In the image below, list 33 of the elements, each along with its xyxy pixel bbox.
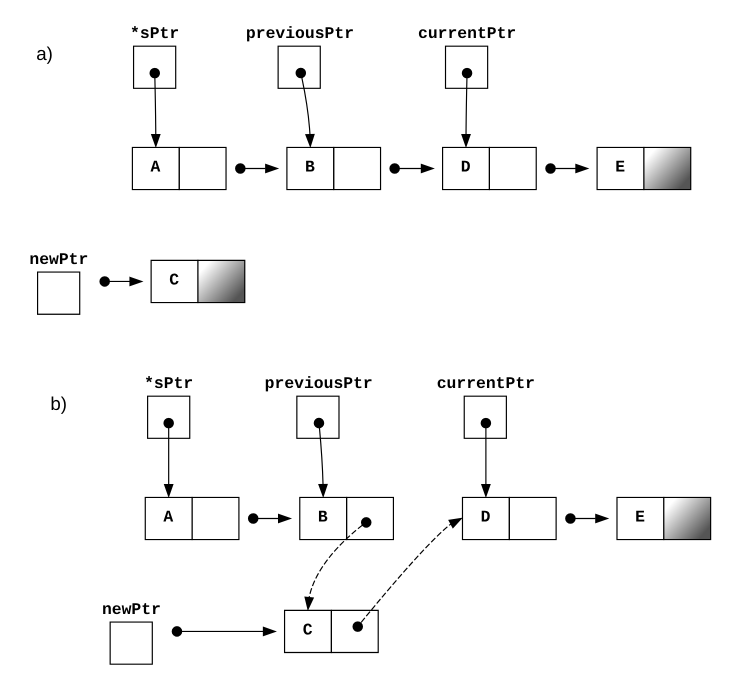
node-label: previousPtr [264, 374, 373, 394]
arrow [304, 517, 372, 611]
arrow [461, 68, 472, 148]
node-box [147, 396, 190, 439]
arrow [163, 418, 174, 498]
arrow [545, 163, 590, 174]
label: b) [50, 392, 67, 414]
node-box [296, 396, 340, 439]
node-label: newPtr [29, 250, 88, 270]
arrow [248, 513, 292, 524]
node-box [132, 46, 176, 89]
node-box [444, 46, 488, 89]
arrow [296, 68, 315, 148]
node-box [278, 46, 321, 89]
arrow [172, 626, 277, 637]
node-label: *sPtr [130, 24, 180, 44]
arrow [235, 163, 280, 174]
node-label: *sPtr [144, 374, 194, 394]
node-label: currentPtr [436, 374, 536, 394]
node-label: previousPtr [246, 24, 354, 44]
node-box [37, 272, 80, 315]
label: a) [36, 43, 53, 64]
node-label: currentPtr [418, 24, 516, 44]
arrow [565, 513, 610, 524]
node-label: newPtr [102, 600, 161, 620]
node-box [464, 396, 507, 439]
arrow [314, 418, 328, 498]
arrow [352, 518, 463, 632]
node-box [110, 622, 153, 665]
arrow [99, 276, 144, 287]
arrow [480, 418, 492, 498]
arrow [149, 68, 161, 148]
arrow [389, 163, 435, 174]
